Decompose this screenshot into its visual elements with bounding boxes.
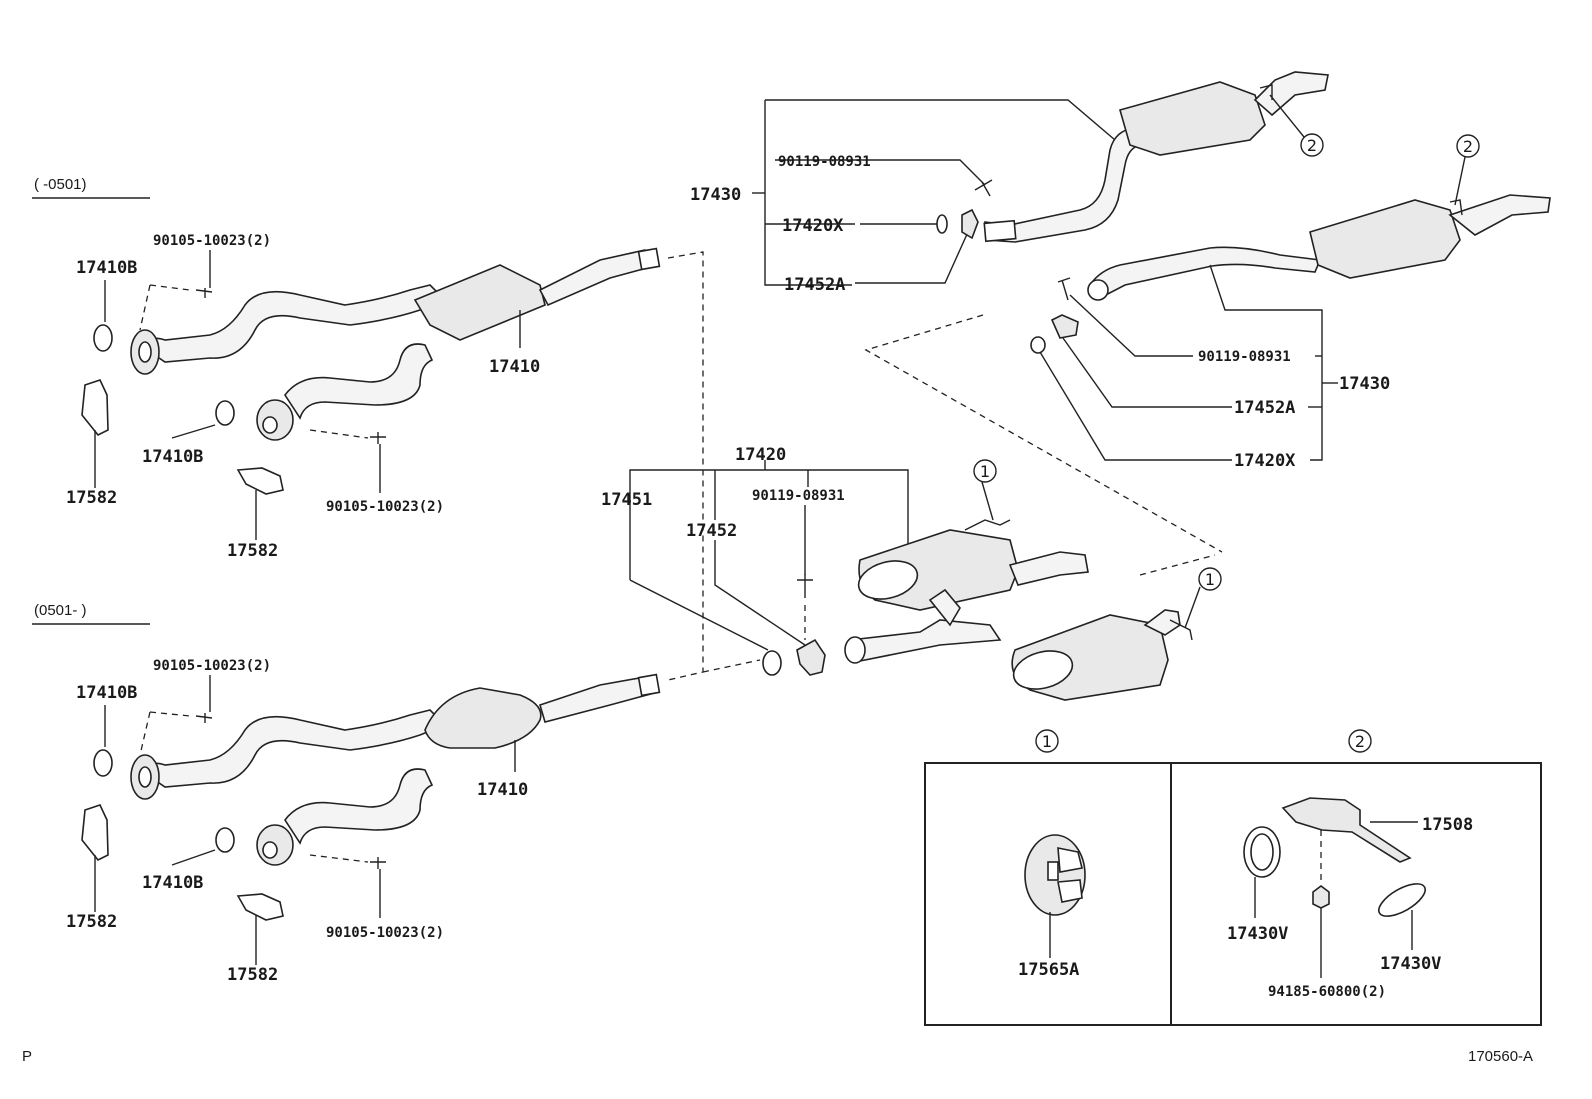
period-lower: (0501- ) — [34, 602, 87, 619]
center-assembly: 1 1 17420 17451 17452 90119-08931 — [601, 445, 1222, 701]
label-17452A-right: 17452A — [1234, 398, 1295, 418]
label-17565A: 17565A — [1018, 960, 1079, 980]
catalytic-converter-17410-lower — [424, 673, 661, 749]
gasket-17451 — [762, 650, 782, 676]
nut-94185 — [1312, 885, 1330, 909]
bolt-90119-right — [1057, 277, 1071, 301]
label-17410B-upper-b: 17410B — [142, 447, 203, 467]
label-17420X-right: 17420X — [1234, 451, 1296, 471]
gasket-17420X-right — [1030, 336, 1046, 354]
connect-dash-left — [667, 251, 704, 681]
bolt-90119-left — [974, 179, 993, 197]
callout-1-lower: 1 — [1205, 570, 1215, 589]
label-17582-lower-a: 17582 — [66, 912, 117, 932]
gasket-17430V-b — [1378, 883, 1426, 917]
perspective-dash-b — [1139, 554, 1216, 576]
label-bolt-upper-b: 90105-10023(2) — [326, 499, 444, 515]
label-17410-upper: 17410 — [489, 357, 540, 377]
connect-dash-center — [702, 659, 761, 673]
hanger-17565A — [1024, 834, 1086, 916]
detail-2-heading: 2 — [1355, 732, 1365, 751]
bracket-17420 — [629, 469, 909, 545]
period-upper: ( -0501) — [34, 176, 87, 193]
label-bolt-lower-b: 90105-10023(2) — [326, 925, 444, 941]
label-17582-upper-b: 17582 — [227, 541, 278, 561]
label-17508: 17508 — [1422, 815, 1473, 835]
gasket-17410B-upper-b — [215, 400, 235, 426]
callout-1-upper: 1 — [980, 462, 990, 481]
gasket-17410B-lower-b — [215, 827, 235, 853]
label-17430-left: 17430 — [690, 185, 741, 205]
label-17420: 17420 — [735, 445, 786, 465]
perspective-dash-a — [864, 314, 1223, 553]
label-17410-lower: 17410 — [477, 780, 528, 800]
label-90119-center: 90119-08931 — [752, 488, 845, 504]
label-17430V-b: 17430V — [1380, 954, 1441, 974]
bracket-17582-lower-b — [236, 893, 284, 921]
label-90119-right: 90119-08931 — [1198, 349, 1291, 365]
label-17420X-left: 17420X — [782, 216, 844, 236]
bolt-upper-a — [195, 288, 213, 298]
rear-muffler-left-group: 2 17430 90119-08931 17420X 17452A — [690, 71, 1329, 295]
label-17430V-a: 17430V — [1227, 924, 1288, 944]
bolt-lower-a — [195, 713, 213, 723]
front-pipe-upper — [130, 284, 447, 441]
lower-assembly: (0501- ) 17410B — [32, 602, 661, 985]
label-bolt-lower-a: 90105-10023(2) — [153, 658, 271, 674]
gasket-17410B-lower-a — [93, 749, 113, 777]
label-17582-upper-a: 17582 — [66, 488, 117, 508]
detail-boxes: 1 2 17565A 17508 17430V 17430V 94185-608… — [924, 729, 1542, 1026]
upper-assembly: ( -0501) — [32, 176, 661, 561]
bracket-17582-upper-b — [236, 467, 284, 495]
callout-2-right: 2 — [1463, 137, 1473, 156]
bolt-90119-center — [797, 574, 813, 598]
footer-diagram-code: 170560-A — [1468, 1048, 1533, 1065]
rear-muffler-right-group: 2 90119-08931 17430 17452A 17420X — [1030, 134, 1551, 471]
label-17452A-left: 17452A — [784, 275, 845, 295]
detail-1-heading: 1 — [1042, 732, 1052, 751]
front-pipe-lower — [130, 709, 447, 866]
bracket-17508 — [1281, 797, 1412, 863]
label-nut-94185: 94185-60800(2) — [1268, 984, 1386, 1000]
label-17452: 17452 — [686, 521, 737, 541]
label-17410B-lower-a: 17410B — [76, 683, 137, 703]
label-17410B-upper-a: 17410B — [76, 258, 137, 278]
callout-2-left: 2 — [1307, 136, 1317, 155]
clamp-17452A-left — [961, 208, 979, 240]
detail-box-frame — [924, 762, 1542, 1026]
bolt-upper-b — [370, 432, 386, 444]
label-90119-left: 90119-08931 — [778, 154, 871, 170]
footer-left: P — [22, 1048, 32, 1065]
bracket-17582-lower-a — [81, 804, 109, 862]
label-bolt-upper-a: 90105-10023(2) — [153, 233, 271, 249]
label-17410B-lower-b: 17410B — [142, 873, 203, 893]
label-17430-right: 17430 — [1339, 374, 1390, 394]
label-17451: 17451 — [601, 490, 652, 510]
center-mufflers — [844, 519, 1193, 701]
clamp-17452 — [796, 638, 826, 676]
bracket-17582-upper-a — [81, 379, 109, 437]
bolt-lower-b — [370, 857, 386, 869]
clamp-17452A-right — [1050, 314, 1079, 339]
gasket-17410B-upper-a — [93, 324, 113, 352]
label-17582-lower-b: 17582 — [227, 965, 278, 985]
muffler-17410-upper — [413, 247, 661, 341]
gasket-17420X-left — [936, 214, 948, 234]
